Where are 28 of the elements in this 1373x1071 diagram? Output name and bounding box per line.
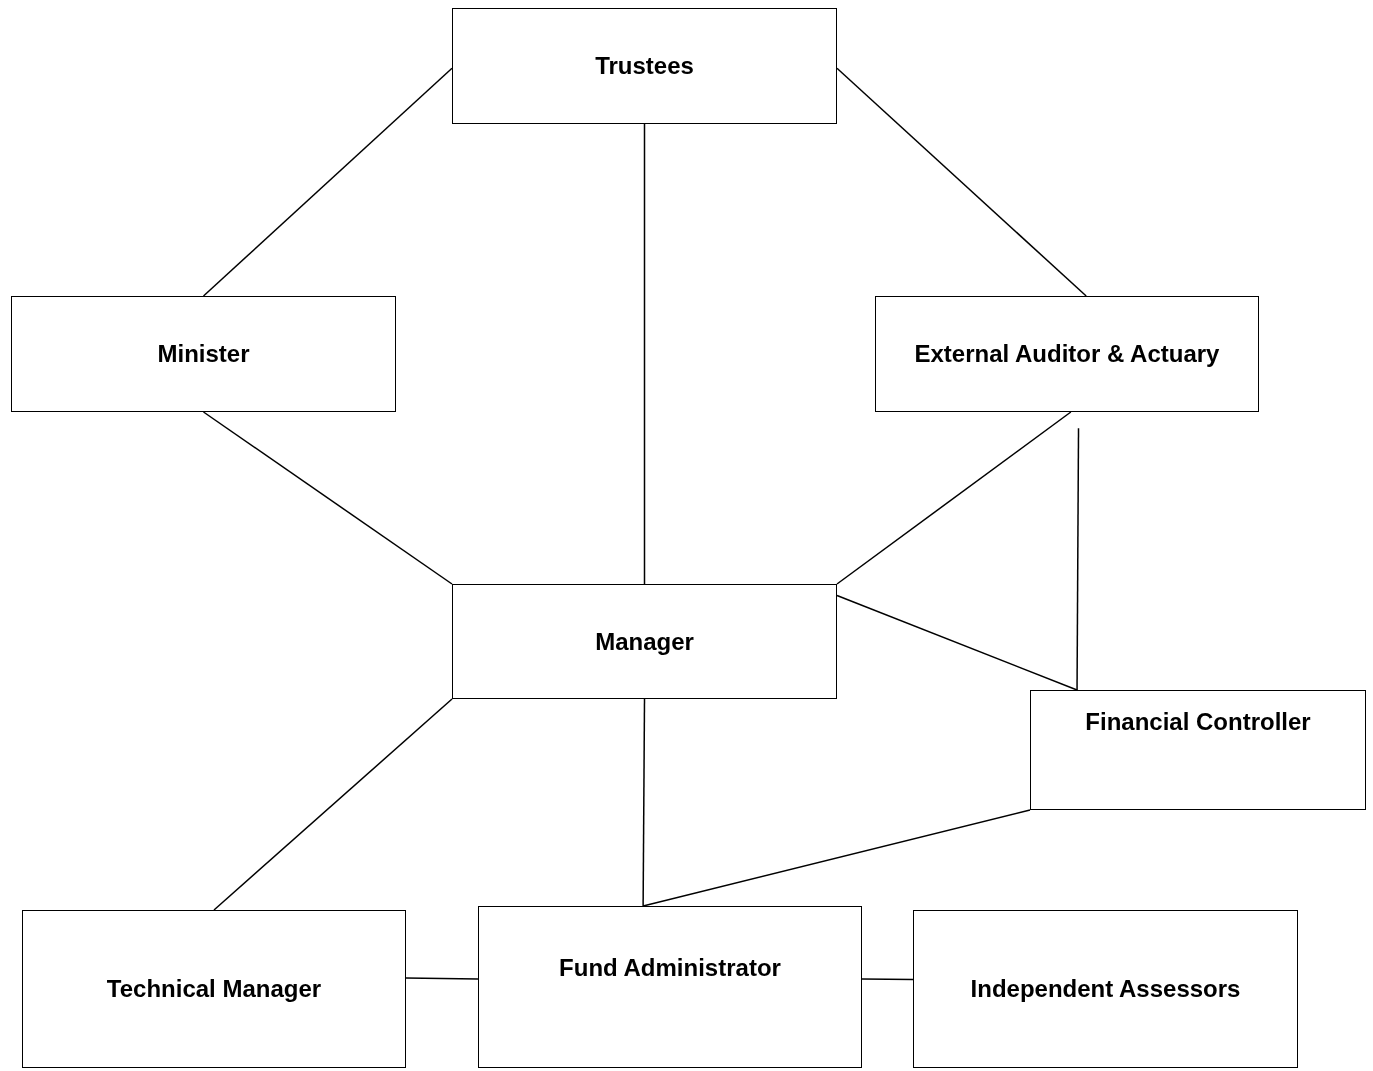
connector-line [202, 411, 453, 585]
connector-line [642, 698, 646, 907]
role-box [452, 8, 837, 124]
role-box [875, 296, 1259, 412]
role-box [913, 910, 1298, 1068]
connector-line [836, 411, 1072, 585]
role-label: Manager [595, 626, 694, 657]
role-label: Technical Manager [106, 974, 322, 1004]
role-box [11, 296, 396, 412]
role-box [1030, 690, 1366, 810]
role-label: Independent Assessors [970, 974, 1241, 1004]
connector-line [836, 594, 1078, 691]
role-box [22, 910, 406, 1068]
connector-line [642, 809, 1031, 907]
connector-line [213, 698, 453, 911]
connector-line [1076, 427, 1080, 691]
role-label: Financial Controller [1085, 707, 1311, 737]
connector-line [836, 67, 1087, 297]
connector-line [861, 978, 914, 981]
connector-line [202, 67, 453, 297]
connector-line [643, 123, 646, 585]
connector-line [405, 977, 479, 980]
role-box [478, 906, 862, 1068]
role-label: Minister [157, 339, 250, 369]
role-label: Trustees [595, 51, 694, 81]
role-label: Fund Administrator [559, 953, 781, 983]
role-box [452, 584, 837, 699]
role-label: External Auditor & Actuary [914, 339, 1220, 369]
